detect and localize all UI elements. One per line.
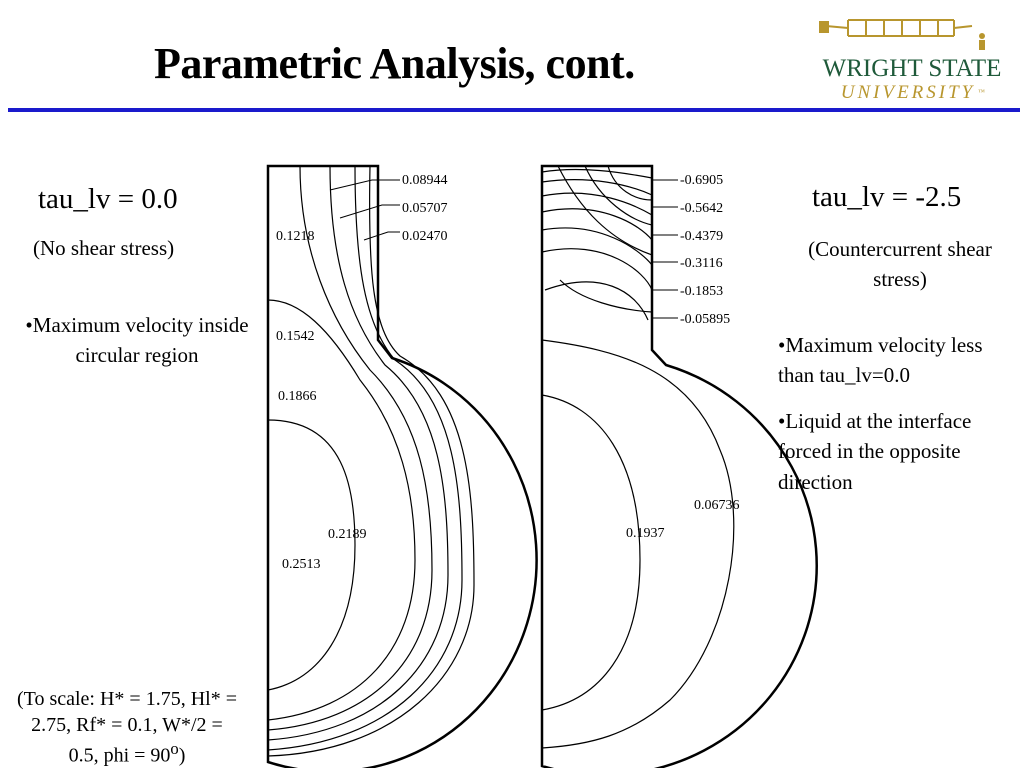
- right-contour-plot: [540, 164, 818, 768]
- right-contour-line: [541, 394, 641, 711]
- left-heading: tau_lv = 0.0: [38, 183, 178, 215]
- right-bullet-2: •Liquid at the interface forced in the o…: [778, 409, 972, 494]
- wright-state-logo: WRIGHT STATE UNIVERSITY ™: [819, 19, 1002, 103]
- left-contour-line: [267, 165, 475, 757]
- contour-label: 0.1542: [276, 329, 315, 344]
- scale-note-degree: o: [170, 739, 179, 758]
- left-contour-line: [267, 165, 433, 731]
- right-subheading: (Countercurrent shear stress): [808, 237, 992, 292]
- wright-flyer-icon: [819, 19, 973, 37]
- contour-label: 0.2513: [282, 557, 321, 572]
- left-leader-lines: [329, 179, 400, 241]
- left-contour-line: [267, 419, 356, 691]
- right-contour-line: [541, 339, 735, 749]
- right-heading: tau_lv = -2.5: [812, 181, 962, 213]
- left-contour-line: [267, 165, 463, 751]
- left-contour-labels: 0.08944 0.05707 0.02470 0.1218 0.1542 0.…: [276, 173, 448, 572]
- human-figure-icon: [979, 33, 985, 50]
- contour-label: -0.3116: [680, 256, 723, 271]
- contour-label: 0.08944: [402, 173, 448, 188]
- contour-label: 0.1866: [278, 389, 317, 404]
- left-contour-line: [267, 299, 416, 721]
- contour-label: -0.4379: [680, 229, 723, 244]
- contour-label: 0.1937: [626, 526, 665, 541]
- logo-tm: ™: [978, 88, 985, 96]
- contour-label: 0.1218: [276, 229, 315, 244]
- contour-label: -0.6905: [680, 173, 723, 188]
- right-top-contours: [541, 165, 653, 321]
- left-contour-plot: [266, 164, 538, 768]
- left-subheading: (No shear stress): [33, 236, 175, 260]
- right-contour-labels: -0.6905 -0.5642 -0.4379 -0.3116 -0.1853 …: [626, 173, 740, 541]
- scale-note: (To scale: H* = 1.75, Hl* = 2.75, Rf* = …: [14, 686, 240, 769]
- scale-note-close: ): [178, 744, 186, 767]
- right-bullet-1: •Maximum velocity less than tau_lv=0.0: [778, 333, 983, 388]
- contour-label: -0.5642: [680, 201, 723, 216]
- left-domain-outline: [266, 164, 538, 768]
- logo-line1: WRIGHT STATE: [823, 55, 1002, 82]
- right-domain-outline: [540, 164, 818, 768]
- slide-title: Parametric Analysis, cont.: [154, 39, 635, 88]
- contour-label: -0.1853: [680, 284, 723, 299]
- contour-label: 0.2189: [328, 527, 367, 542]
- left-bullet: •Maximum velocity inside circular region: [25, 313, 249, 368]
- contour-label: 0.02470: [402, 229, 448, 244]
- scale-note-text: (To scale: H* = 1.75, Hl* = 2.75, Rf* = …: [16, 688, 237, 767]
- contour-label: 0.06736: [694, 498, 740, 513]
- contour-label: -0.05895: [680, 312, 730, 327]
- left-contour-line: [267, 165, 449, 741]
- title-divider: [8, 108, 1020, 112]
- logo-line2: UNIVERSITY: [841, 82, 976, 103]
- right-leader-lines: [652, 179, 678, 319]
- contour-label: 0.05707: [402, 201, 448, 216]
